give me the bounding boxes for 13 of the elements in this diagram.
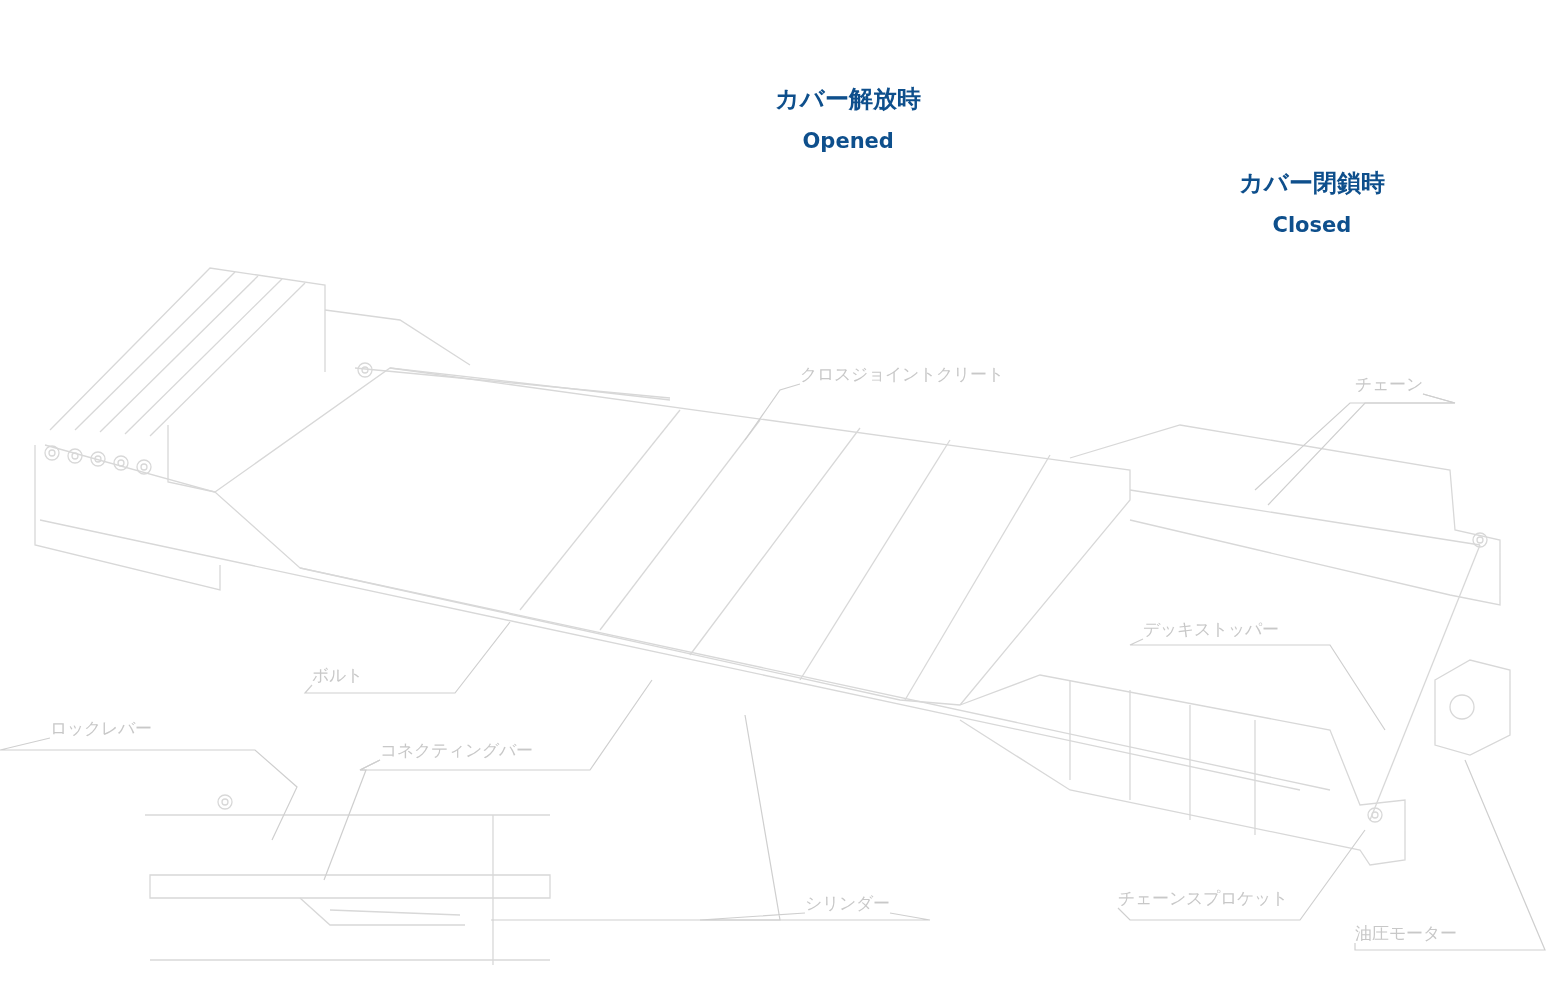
state-subtitle: Closed: [1272, 213, 1352, 237]
leader-line: [0, 737, 298, 841]
leader-line: [744, 383, 801, 441]
state-title: カバー解放時: [775, 84, 921, 115]
leader-line: [1129, 638, 1386, 731]
state-subtitle: Opened: [802, 129, 894, 153]
leader-line: [1117, 829, 1366, 921]
leader-line: [490, 912, 931, 921]
leader-line: [323, 759, 381, 881]
leader-line: [1354, 759, 1546, 951]
leader-line: [303, 621, 511, 694]
state-title: カバー閉鎖時: [1239, 168, 1385, 199]
leader-line: [1267, 393, 1456, 506]
